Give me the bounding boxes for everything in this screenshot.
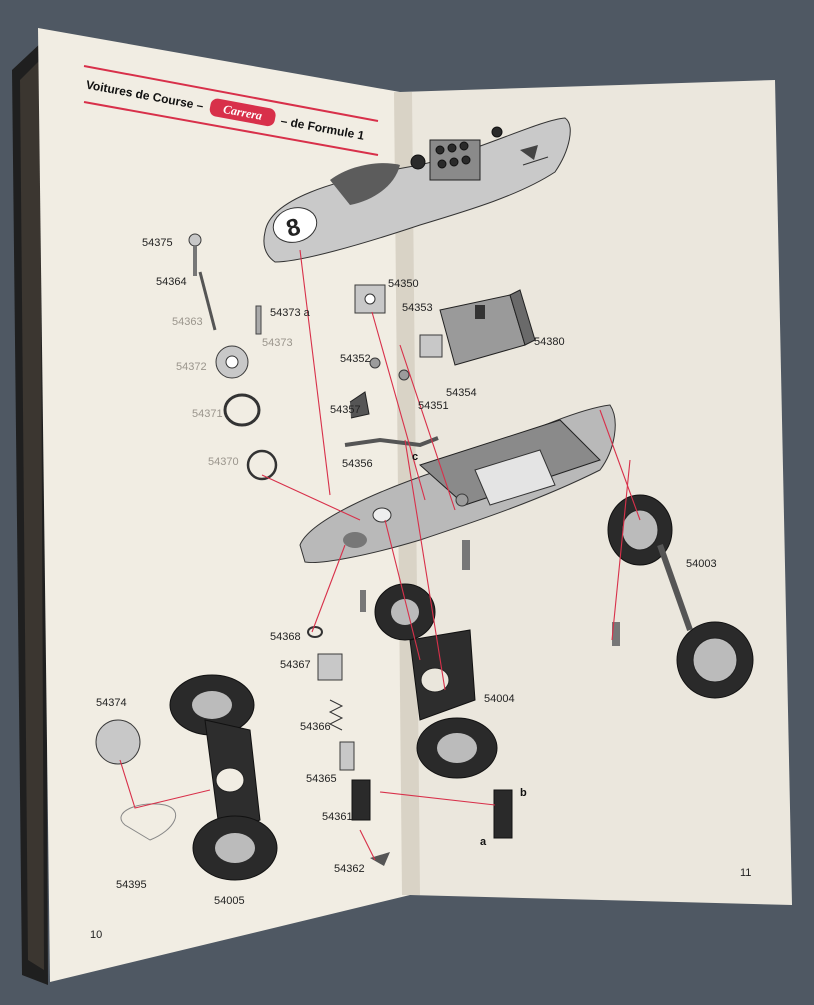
part-label-54366: 54366 (300, 721, 331, 733)
part-label-54362: 54362 (334, 863, 365, 875)
part-label-54364: 54364 (156, 276, 187, 288)
part-label-54361: 54361 (322, 811, 353, 823)
part-label-54005: 54005 (214, 895, 245, 907)
motor-illustration (419, 289, 536, 366)
part-label-54370: 54370 (208, 456, 239, 468)
part-label-54353: 54353 (402, 302, 433, 314)
front-axle-left-illustration (95, 674, 278, 881)
part-label-54368: 54368 (270, 631, 301, 643)
callout-b: b (520, 787, 527, 799)
part-label-54395: 54395 (116, 879, 147, 891)
part-label-54374: 54374 (96, 697, 127, 709)
part-label-54375: 54375 (142, 237, 173, 249)
part-label-54365: 54365 (306, 773, 337, 785)
part-label-54367: 54367 (280, 659, 311, 671)
right-page (400, 80, 792, 905)
part-label-54373: 54373 (262, 337, 293, 349)
leader-lines (119, 249, 641, 861)
rear-axle-illustration (607, 494, 754, 699)
chassis-illustration (299, 404, 620, 646)
part-label-54351: 54351 (418, 400, 449, 412)
car-body-illustration: 8 (263, 117, 571, 263)
part-label-54004: 54004 (484, 693, 515, 705)
part-label-54372: 54372 (176, 361, 207, 373)
part-label-54373a: 54373 a (270, 307, 311, 319)
part-label-54354: 54354 (446, 387, 477, 399)
part-label-54003: 54003 (686, 558, 717, 570)
booklet-cover-edge-light (20, 60, 44, 970)
part-labels: 54375 54364 54363 54373 a 54373 54372 54… (96, 237, 717, 907)
part-label-54371: 54371 (192, 408, 223, 420)
steering-parts (188, 233, 278, 481)
contact-parts (344, 284, 439, 448)
part-label-54350: 54350 (388, 278, 419, 290)
guide-parts (307, 626, 513, 866)
page-number-right: 11 (740, 867, 751, 879)
part-label-54380: 54380 (534, 336, 565, 348)
part-label-54357: 54357 (330, 404, 361, 416)
callout-c: c (412, 451, 418, 463)
part-label-54356: 54356 (342, 458, 373, 470)
page-number-left: 10 (90, 929, 102, 941)
part-label-54352: 54352 (340, 353, 371, 365)
part-label-54363: 54363 (172, 316, 203, 328)
callout-a: a (480, 836, 487, 848)
carrera-logo-badge (209, 98, 276, 127)
